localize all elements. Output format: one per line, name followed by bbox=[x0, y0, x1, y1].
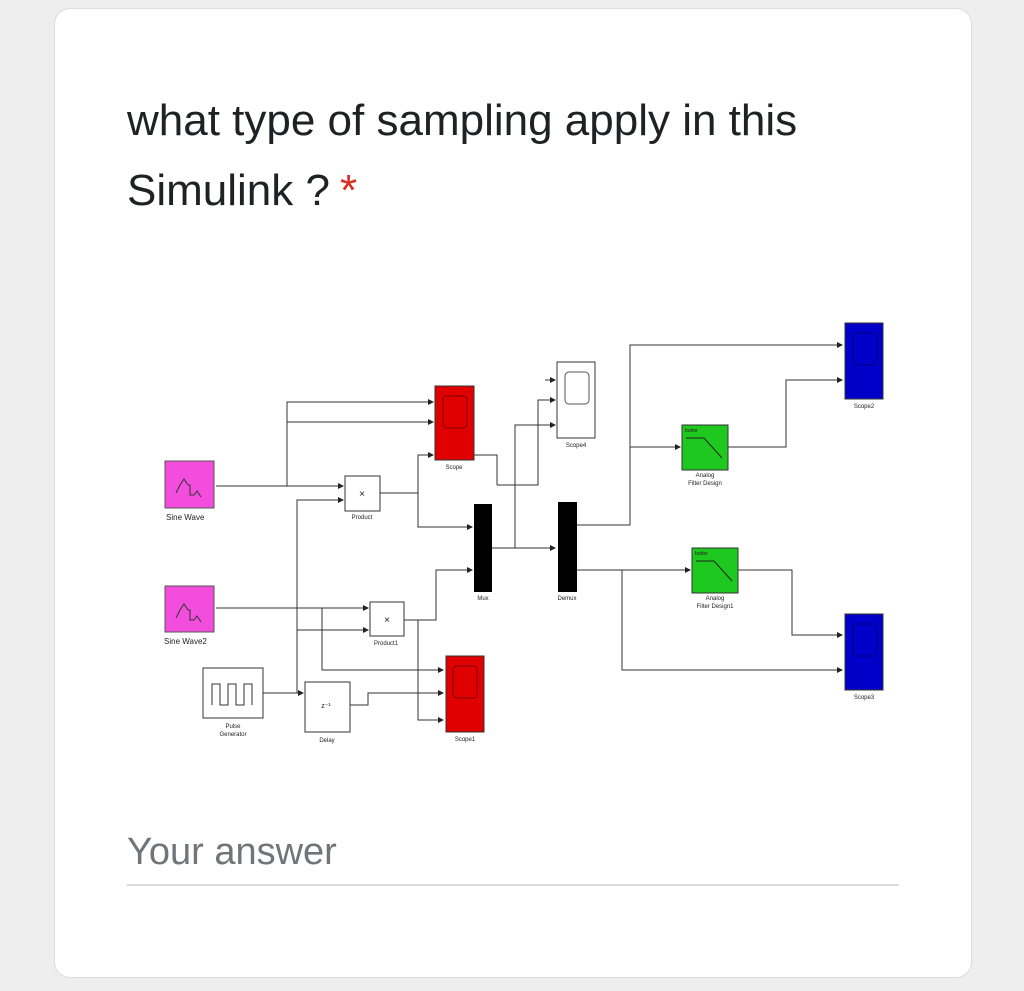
product1-block bbox=[369, 601, 405, 637]
delay-block bbox=[304, 681, 351, 733]
analog-filter-design1-block bbox=[691, 547, 739, 594]
simulink-diagram-image: Sine Wave Sine Wave2 Pulse Generator × P… bbox=[155, 318, 895, 783]
sine-wave2-block bbox=[164, 585, 215, 633]
pulse-generator-label-2: Generator bbox=[219, 732, 246, 738]
delay-label: Delay bbox=[319, 738, 334, 744]
mux-block bbox=[474, 504, 492, 592]
delay-symbol: z⁻¹ bbox=[321, 703, 331, 710]
question-text: what type of sampling apply in this Simu… bbox=[127, 96, 798, 215]
sine-wave2-label: Sine Wave2 bbox=[164, 637, 207, 646]
scope4-label: Scope4 bbox=[566, 443, 587, 449]
analog-filter-design-block bbox=[681, 424, 729, 471]
analog-filter1-label-1: Analog bbox=[706, 596, 725, 602]
scope3-block bbox=[844, 613, 884, 691]
answer-input[interactable] bbox=[127, 820, 899, 886]
sine-wave-label: Sine Wave bbox=[166, 513, 205, 522]
analog-filter-label-1: Analog bbox=[696, 473, 715, 479]
demux-label: Demux bbox=[557, 596, 576, 602]
signal-lines bbox=[216, 342, 843, 723]
pulse-generator-label-1: Pulse bbox=[225, 724, 241, 730]
scope4-block bbox=[556, 361, 596, 439]
product1-symbol: × bbox=[384, 615, 390, 626]
scope3-label: Scope3 bbox=[854, 695, 875, 701]
scope-label: Scope bbox=[445, 465, 463, 471]
product1-label: Product1 bbox=[374, 641, 399, 647]
analog-filter-label-2: Filter Design bbox=[688, 481, 722, 487]
sine-wave-block bbox=[164, 460, 215, 509]
analog-filter-butter: butter bbox=[685, 428, 698, 434]
scope2-label: Scope2 bbox=[854, 404, 875, 410]
mux-label: Mux bbox=[477, 596, 488, 602]
scope-block bbox=[434, 385, 475, 461]
product-symbol: × bbox=[359, 489, 365, 500]
scope1-label: Scope1 bbox=[455, 737, 476, 743]
product-label: Product bbox=[352, 515, 373, 521]
demux-block bbox=[558, 502, 577, 592]
analog-filter1-butter: butter bbox=[695, 551, 708, 557]
scope2-block bbox=[844, 322, 884, 400]
required-asterisk: * bbox=[339, 166, 358, 215]
question-title: what type of sampling apply in this Simu… bbox=[127, 86, 927, 226]
scope1-block bbox=[445, 655, 485, 733]
pulse-generator-block bbox=[202, 667, 264, 719]
analog-filter1-label-2: Filter Design1 bbox=[696, 604, 734, 610]
product-block bbox=[344, 475, 381, 512]
